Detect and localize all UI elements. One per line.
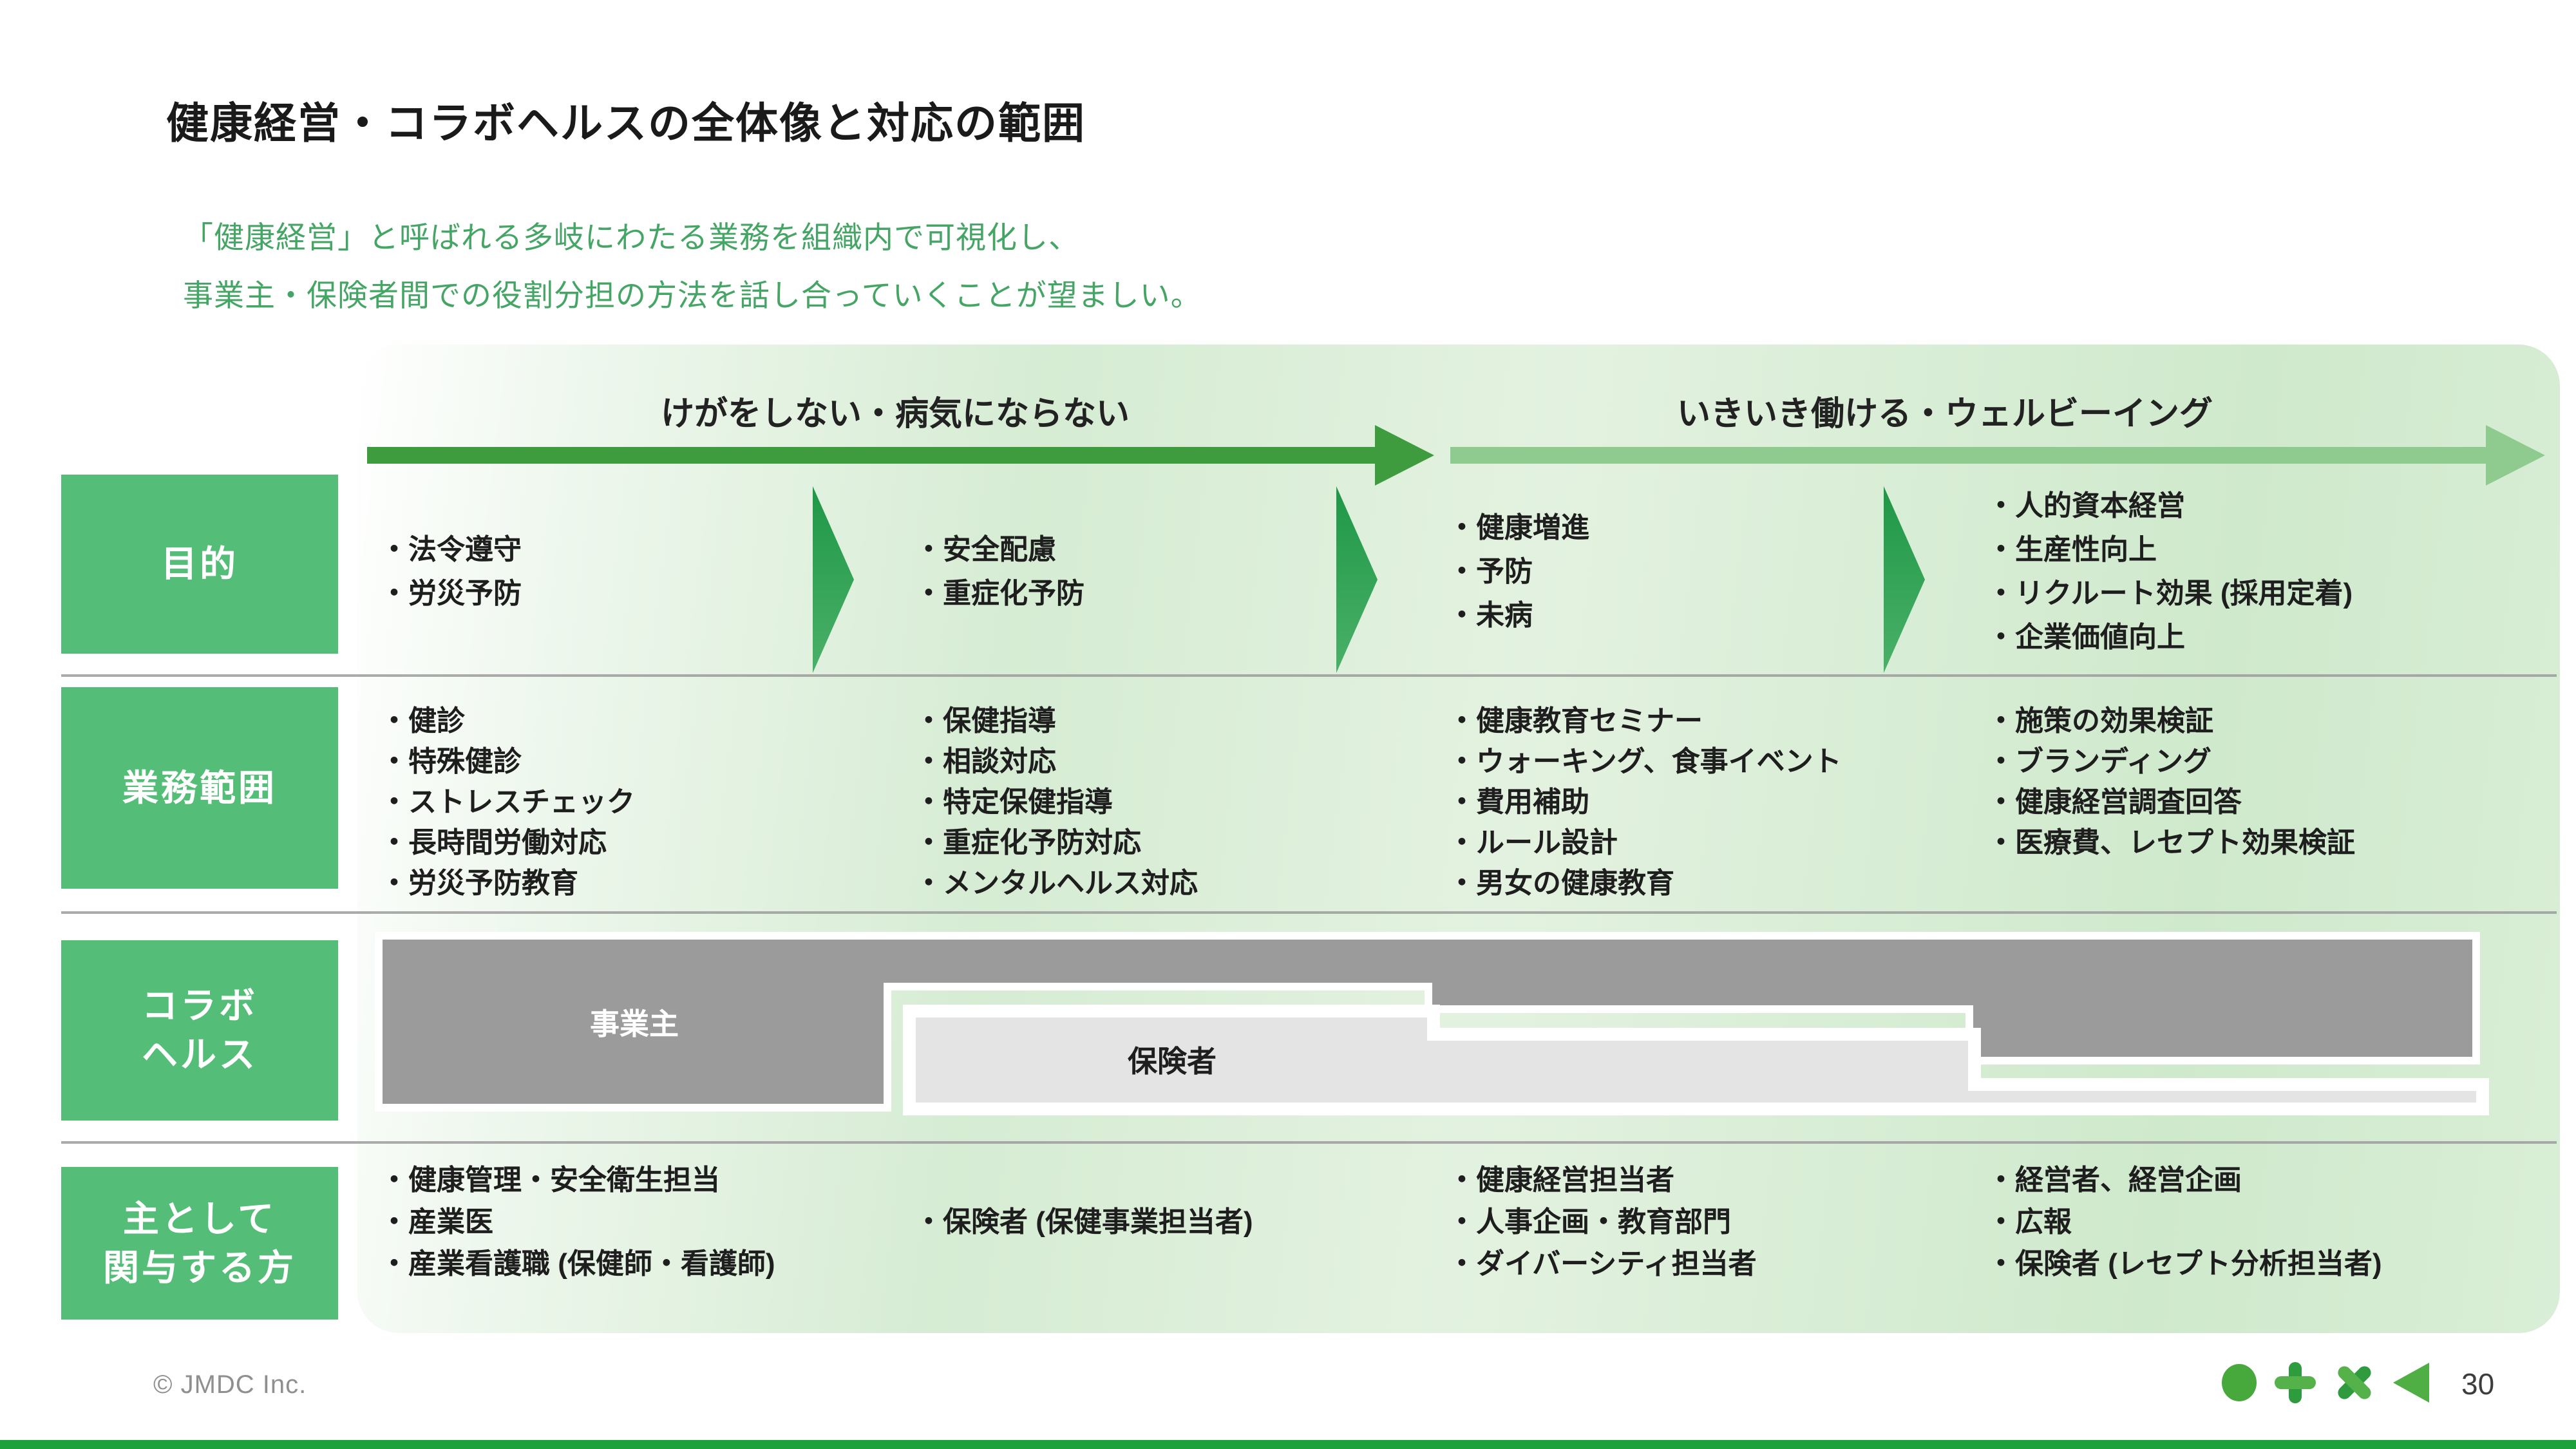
subtitle-line-1: 「健康経営」と呼ばれる多岐にわたる業務を組織内で可視化し、 — [183, 220, 1079, 254]
employer-label: 事業主 — [590, 1007, 679, 1041]
scope-col2-item: ・特定保健指導 — [914, 786, 1113, 818]
collabo-health-diagram — [375, 932, 2489, 1115]
row-label-people-line2: 関与する方 — [103, 1247, 296, 1288]
scope-col3: ・健康教育セミナー ・ウォーキング、食事イベント ・費用補助 ・ルール設計 ・男… — [1448, 701, 1982, 904]
row-label-purpose-text: 目的 — [161, 544, 238, 584]
scope-col4: ・施策の効果検証 ・ブランディング ・健康経営調査回答 ・医療費、レセプト効果検… — [1987, 701, 2560, 904]
purpose-col3-item: ・未病 — [1448, 599, 1533, 631]
logo-circle-icon — [2222, 1364, 2257, 1401]
row-label-collabo-line1: コラボ — [142, 985, 258, 1026]
scope-col2: ・保健指導 ・相談対応 ・特定保健指導 ・重症化予防対応 ・メンタルヘルス対応 — [914, 701, 1365, 904]
right-arrow-shaft — [1450, 447, 2486, 464]
page-title: 健康経営・コラボヘルスの全体像と対応の範囲 — [166, 99, 1086, 147]
scope-col2-item: ・メンタルヘルス対応 — [914, 867, 1198, 899]
people-col3-item: ・健康経営担当者 — [1448, 1164, 1674, 1196]
row-label-people: 主として 関与する方 — [61, 1167, 338, 1320]
copyright: © JMDC Inc. — [153, 1370, 307, 1399]
scope-col1-item: ・健診 — [380, 705, 465, 737]
people-col3-item: ・人事企画・教育部門 — [1448, 1206, 1731, 1238]
people-col2: ・保険者 (保健事業担当者) — [914, 1153, 1365, 1291]
people-col1-item: ・健康管理・安全衛生担当 — [380, 1164, 720, 1196]
purpose-col2-item: ・重症化予防 — [914, 577, 1084, 609]
separator-line-2 — [61, 911, 2557, 914]
purpose-col4-item: ・生産性向上 — [1987, 533, 2157, 565]
axis-label-left: けがをしない・病気にならない — [660, 395, 1130, 433]
scope-col3-item: ・健康教育セミナー — [1448, 705, 1703, 737]
footer-accent-bar — [0, 1440, 2576, 1449]
scope-col4-item: ・施策の効果検証 — [1987, 705, 2213, 737]
purpose-col1-item: ・法令遵守 — [380, 533, 522, 565]
row-label-scope: 業務範囲 — [61, 687, 338, 889]
purpose-col2-item: ・安全配慮 — [914, 533, 1056, 565]
axis-label-right: いきいき働ける・ウェルビーイング — [1676, 395, 2213, 433]
people-col4-item: ・広報 — [1987, 1206, 2072, 1238]
people-col4-item: ・保険者 (レセプト分析担当者) — [1987, 1248, 2382, 1280]
separator-line-1 — [61, 674, 2557, 677]
scope-col1-item: ・長時間労働対応 — [380, 827, 607, 858]
scope-col2-item: ・重症化予防対応 — [914, 827, 1141, 858]
scope-col4-item: ・ブランディング — [1987, 746, 2211, 777]
row-label-collabo-line2: ヘルス — [142, 1034, 258, 1075]
insurer-label: 保険者 — [1128, 1045, 1217, 1078]
people-col2-item: ・保険者 (保健事業担当者) — [914, 1206, 1253, 1238]
people-col4: ・経営者、経営企画 ・広報 ・保険者 (レセプト分析担当者) — [1987, 1153, 2560, 1291]
jmdc-logo — [2222, 1360, 2429, 1405]
scope-col2-item: ・保健指導 — [914, 705, 1056, 737]
purpose-col4-item: ・人的資本経営 — [1987, 489, 2185, 522]
scope-col2-item: ・相談対応 — [914, 746, 1056, 777]
purpose-col1-item: ・労災予防 — [380, 577, 522, 609]
separator-line-3 — [61, 1141, 2557, 1144]
page-number: 30 — [2461, 1367, 2495, 1401]
row-label-scope-text: 業務範囲 — [122, 767, 277, 808]
scope-col3-item: ・費用補助 — [1448, 786, 1589, 818]
scope-col1-item: ・ストレスチェック — [380, 786, 635, 818]
purpose-col3: ・健康増進 ・予防 ・未病 — [1448, 477, 1866, 667]
logo-triangle-icon — [2393, 1363, 2429, 1403]
purpose-col4-item: ・企業価値向上 — [1987, 621, 2185, 653]
left-arrow-shaft — [367, 447, 1375, 464]
people-col4-item: ・経営者、経営企画 — [1987, 1164, 2242, 1196]
purpose-col4-item: ・リクルート効果 (採用定着) — [1987, 577, 2353, 609]
logo-cross-icon — [2325, 1354, 2384, 1412]
people-col3-item: ・ダイバーシティ担当者 — [1448, 1248, 1757, 1280]
purpose-col4: ・人的資本経営 ・生産性向上 ・リクルート効果 (採用定着) ・企業価値向上 — [1987, 477, 2560, 667]
purpose-col3-item: ・予防 — [1448, 555, 1533, 587]
scope-col1: ・健診 ・特殊健診 ・ストレスチェック ・長時間労働対応 ・労災予防教育 — [380, 701, 831, 904]
row-label-purpose: 目的 — [61, 475, 338, 654]
row-label-collabo: コラボ ヘルス — [61, 940, 338, 1121]
purpose-col1: ・法令遵守 ・労災予防 — [380, 477, 792, 667]
purpose-col3-item: ・健康増進 — [1448, 511, 1589, 544]
insurer-bar — [903, 1005, 2489, 1115]
diagram-panel — [357, 345, 2560, 1333]
people-col1-item: ・産業医 — [380, 1206, 493, 1238]
scope-col1-item: ・労災予防教育 — [380, 867, 578, 899]
row-label-people-line1: 主として — [122, 1198, 277, 1239]
scope-col3-item: ・ルール設計 — [1448, 827, 1618, 858]
logo-plus-icon — [2275, 1362, 2316, 1403]
people-col3: ・健康経営担当者 ・人事企画・教育部門 ・ダイバーシティ担当者 — [1448, 1153, 1982, 1291]
people-col1-item: ・産業看護職 (保健師・看護師) — [380, 1248, 775, 1280]
subtitle-line-2: 事業主・保険者間での役割分担の方法を話し合っていくことが望ましい。 — [183, 278, 1202, 312]
purpose-col2: ・安全配慮 ・重症化予防 — [914, 477, 1314, 667]
scope-col3-item: ・男女の健康教育 — [1448, 867, 1674, 899]
scope-col1-item: ・特殊健診 — [380, 746, 522, 777]
scope-col4-item: ・医療費、レセプト効果検証 — [1987, 827, 2355, 858]
scope-col4-item: ・健康経営調査回答 — [1987, 786, 2242, 818]
people-col1: ・健康管理・安全衛生担当 ・産業医 ・産業看護職 (保健師・看護師) — [380, 1153, 895, 1291]
scope-col3-item: ・ウォーキング、食事イベント — [1448, 746, 1842, 777]
